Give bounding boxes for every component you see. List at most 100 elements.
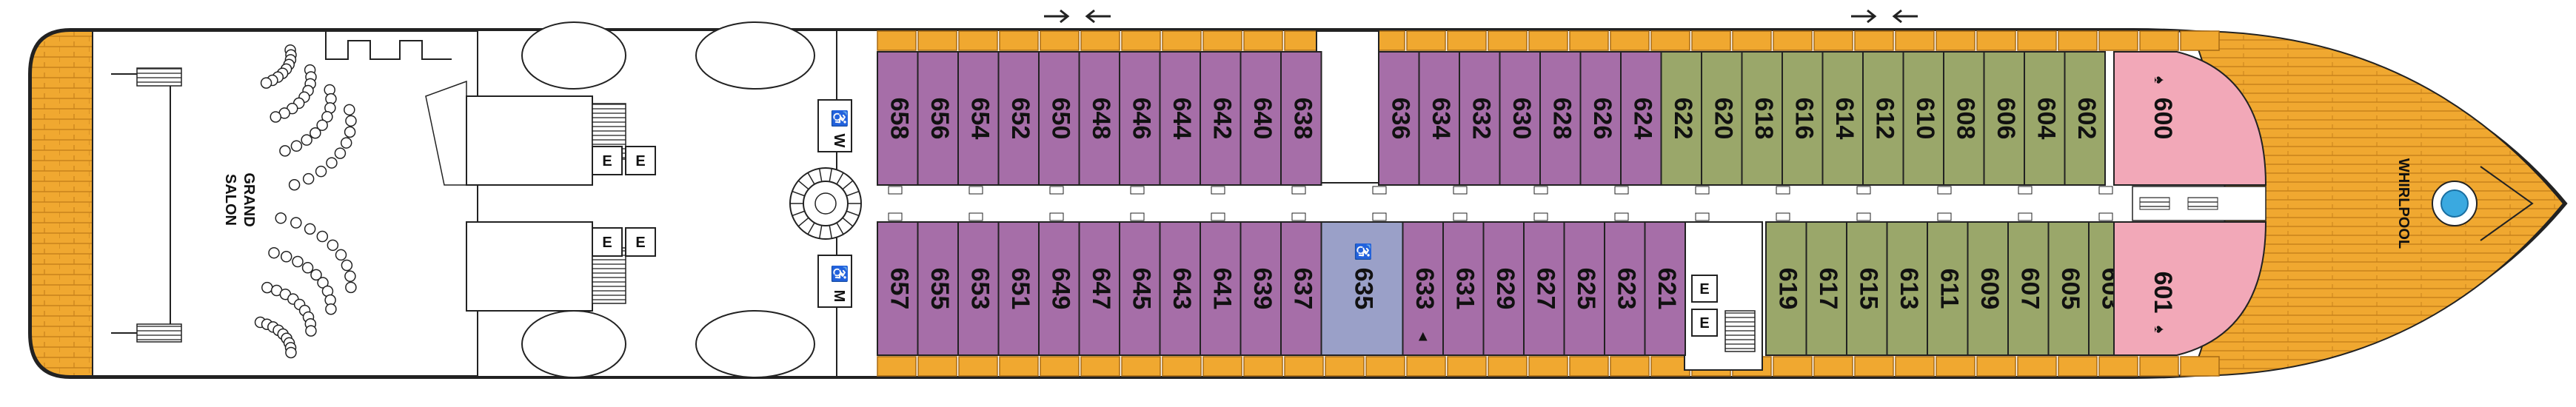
cabin-631[interactable]: 631 — [1442, 221, 1485, 356]
cabin-646[interactable]: 646 — [1119, 51, 1161, 186]
cabin-number: 649 — [1046, 268, 1074, 310]
cabin-640[interactable]: 640 — [1240, 51, 1282, 186]
balcony-segment — [958, 30, 998, 51]
cabin-621[interactable]: 621 — [1644, 221, 1686, 356]
cabin-637[interactable]: 637 — [1280, 221, 1322, 356]
cabin-633[interactable]: 633▲ — [1402, 221, 1444, 356]
cabin-box — [1159, 51, 1201, 186]
cabin-647[interactable]: 647 — [1078, 221, 1120, 356]
door-notch — [888, 186, 903, 195]
balcony-segment — [1691, 30, 1731, 51]
door-notch — [1453, 186, 1468, 195]
cabin-616[interactable]: 616 — [1782, 51, 1824, 186]
cabin-652[interactable]: 652 — [997, 51, 1040, 186]
elevator-label: E — [635, 235, 645, 251]
balcony-segment — [999, 356, 1039, 377]
cabin-609[interactable]: 609 — [1967, 221, 2009, 356]
cabin-655[interactable]: 655 — [917, 221, 959, 356]
cabin-607[interactable]: 607 — [2007, 221, 2050, 356]
cabin-643[interactable]: 643 — [1159, 221, 1201, 356]
salon-seating — [254, 44, 357, 359]
cabin-620[interactable]: 620 — [1701, 51, 1743, 186]
cabin-656[interactable]: 656 — [917, 51, 959, 186]
cabin-651[interactable]: 651 — [997, 221, 1040, 356]
cabin-638[interactable]: 638 — [1280, 51, 1322, 186]
balcony-segment — [1813, 30, 1853, 51]
cabin-625[interactable]: 625 — [1563, 221, 1605, 356]
cabin-650[interactable]: 650 — [1038, 51, 1080, 186]
cabin-645[interactable]: 645 — [1119, 221, 1161, 356]
restroom-men: ♿ M — [817, 255, 852, 308]
cabin-608[interactable]: 608 — [1943, 51, 1985, 186]
elevator-label: E — [1699, 315, 1709, 332]
cabin-box — [877, 51, 919, 186]
cabin-615[interactable]: 615 — [1846, 221, 1888, 356]
cabin-642[interactable]: 642 — [1200, 51, 1242, 186]
cabin-number: 636 — [1386, 98, 1414, 140]
salon-seat — [285, 346, 297, 359]
door-notch — [1533, 212, 1548, 221]
cabin-box — [1821, 51, 1864, 186]
cabin-644[interactable]: 644 — [1159, 51, 1201, 186]
balcony-segment — [1650, 356, 1690, 377]
cabin-639[interactable]: 639 — [1240, 221, 1282, 356]
cabin-627[interactable]: 627 — [1523, 221, 1565, 356]
balcony-segment — [2017, 356, 2057, 377]
cabin-632[interactable]: 632 — [1459, 51, 1501, 186]
cabin-box — [1765, 221, 1807, 356]
cabin-610[interactable]: 610 — [1902, 51, 1944, 186]
cabin-611[interactable]: 611 — [1927, 221, 1969, 356]
cabin-box — [1902, 51, 1944, 186]
cabin-box — [2064, 51, 2106, 186]
cabin-641[interactable]: 641 — [1200, 221, 1242, 356]
cabin-617[interactable]: 617 — [1805, 221, 1847, 356]
cabin-box — [2024, 51, 2066, 186]
cabin-box — [1644, 221, 1686, 356]
cabin-614[interactable]: 614 — [1821, 51, 1864, 186]
salon-seat — [290, 217, 302, 229]
door-notch — [968, 186, 983, 195]
cabin-number: 658 — [885, 98, 913, 140]
cabin-601[interactable] — [2113, 221, 2267, 356]
cabin-654[interactable]: 654 — [957, 51, 1000, 186]
cabin-number: 645 — [1127, 268, 1155, 310]
door-notch — [2018, 186, 2033, 195]
door-notch — [1049, 186, 1064, 195]
cabin-653[interactable]: 653 — [957, 221, 1000, 356]
cabin-624[interactable]: 624 — [1620, 51, 1662, 186]
cabin-618[interactable]: 618 — [1741, 51, 1783, 186]
balcony-segment — [1936, 356, 1976, 377]
cabin-630[interactable]: 630 — [1499, 51, 1541, 186]
cabin-626[interactable]: 626 — [1579, 51, 1622, 186]
cabin-649[interactable]: 649 — [1038, 221, 1080, 356]
cabin-635[interactable]: 635♿ — [1320, 221, 1404, 356]
salon-seat — [316, 230, 329, 243]
spiral-step — [836, 222, 844, 235]
cabin-658[interactable]: 658 — [877, 51, 919, 186]
cabin-636[interactable]: 636 — [1378, 51, 1420, 186]
balcony-segment — [1854, 30, 1894, 51]
cabin-623[interactable]: 623 — [1604, 221, 1646, 356]
cabin-box — [1967, 221, 2009, 356]
cabin-606[interactable]: 606 — [1983, 51, 2025, 186]
cabin-657[interactable]: 657 — [877, 221, 919, 356]
cabin-602[interactable]: 602 — [2064, 51, 2106, 186]
cabin-648[interactable]: 648 — [1078, 51, 1120, 186]
cabin-634[interactable]: 634 — [1418, 51, 1460, 186]
cabin-604[interactable]: 604 — [2024, 51, 2066, 186]
salon-seat — [344, 126, 356, 138]
cabin-605[interactable]: 605 — [2047, 221, 2090, 356]
cabin-619[interactable]: 619 — [1765, 221, 1807, 356]
cabin-612[interactable]: 612 — [1862, 51, 1904, 186]
cabin-622[interactable]: 622 — [1660, 51, 1702, 186]
cabin-628[interactable]: 628 — [1539, 51, 1582, 186]
cabin-600[interactable] — [2113, 51, 2267, 186]
service-block-top — [1316, 30, 1379, 184]
cabin-613[interactable]: 613 — [1886, 221, 1928, 356]
spiral-step — [846, 190, 860, 197]
cabin-number: 613 — [1895, 268, 1923, 310]
cabin-629[interactable]: 629 — [1482, 221, 1525, 356]
spiral-step — [829, 168, 833, 182]
